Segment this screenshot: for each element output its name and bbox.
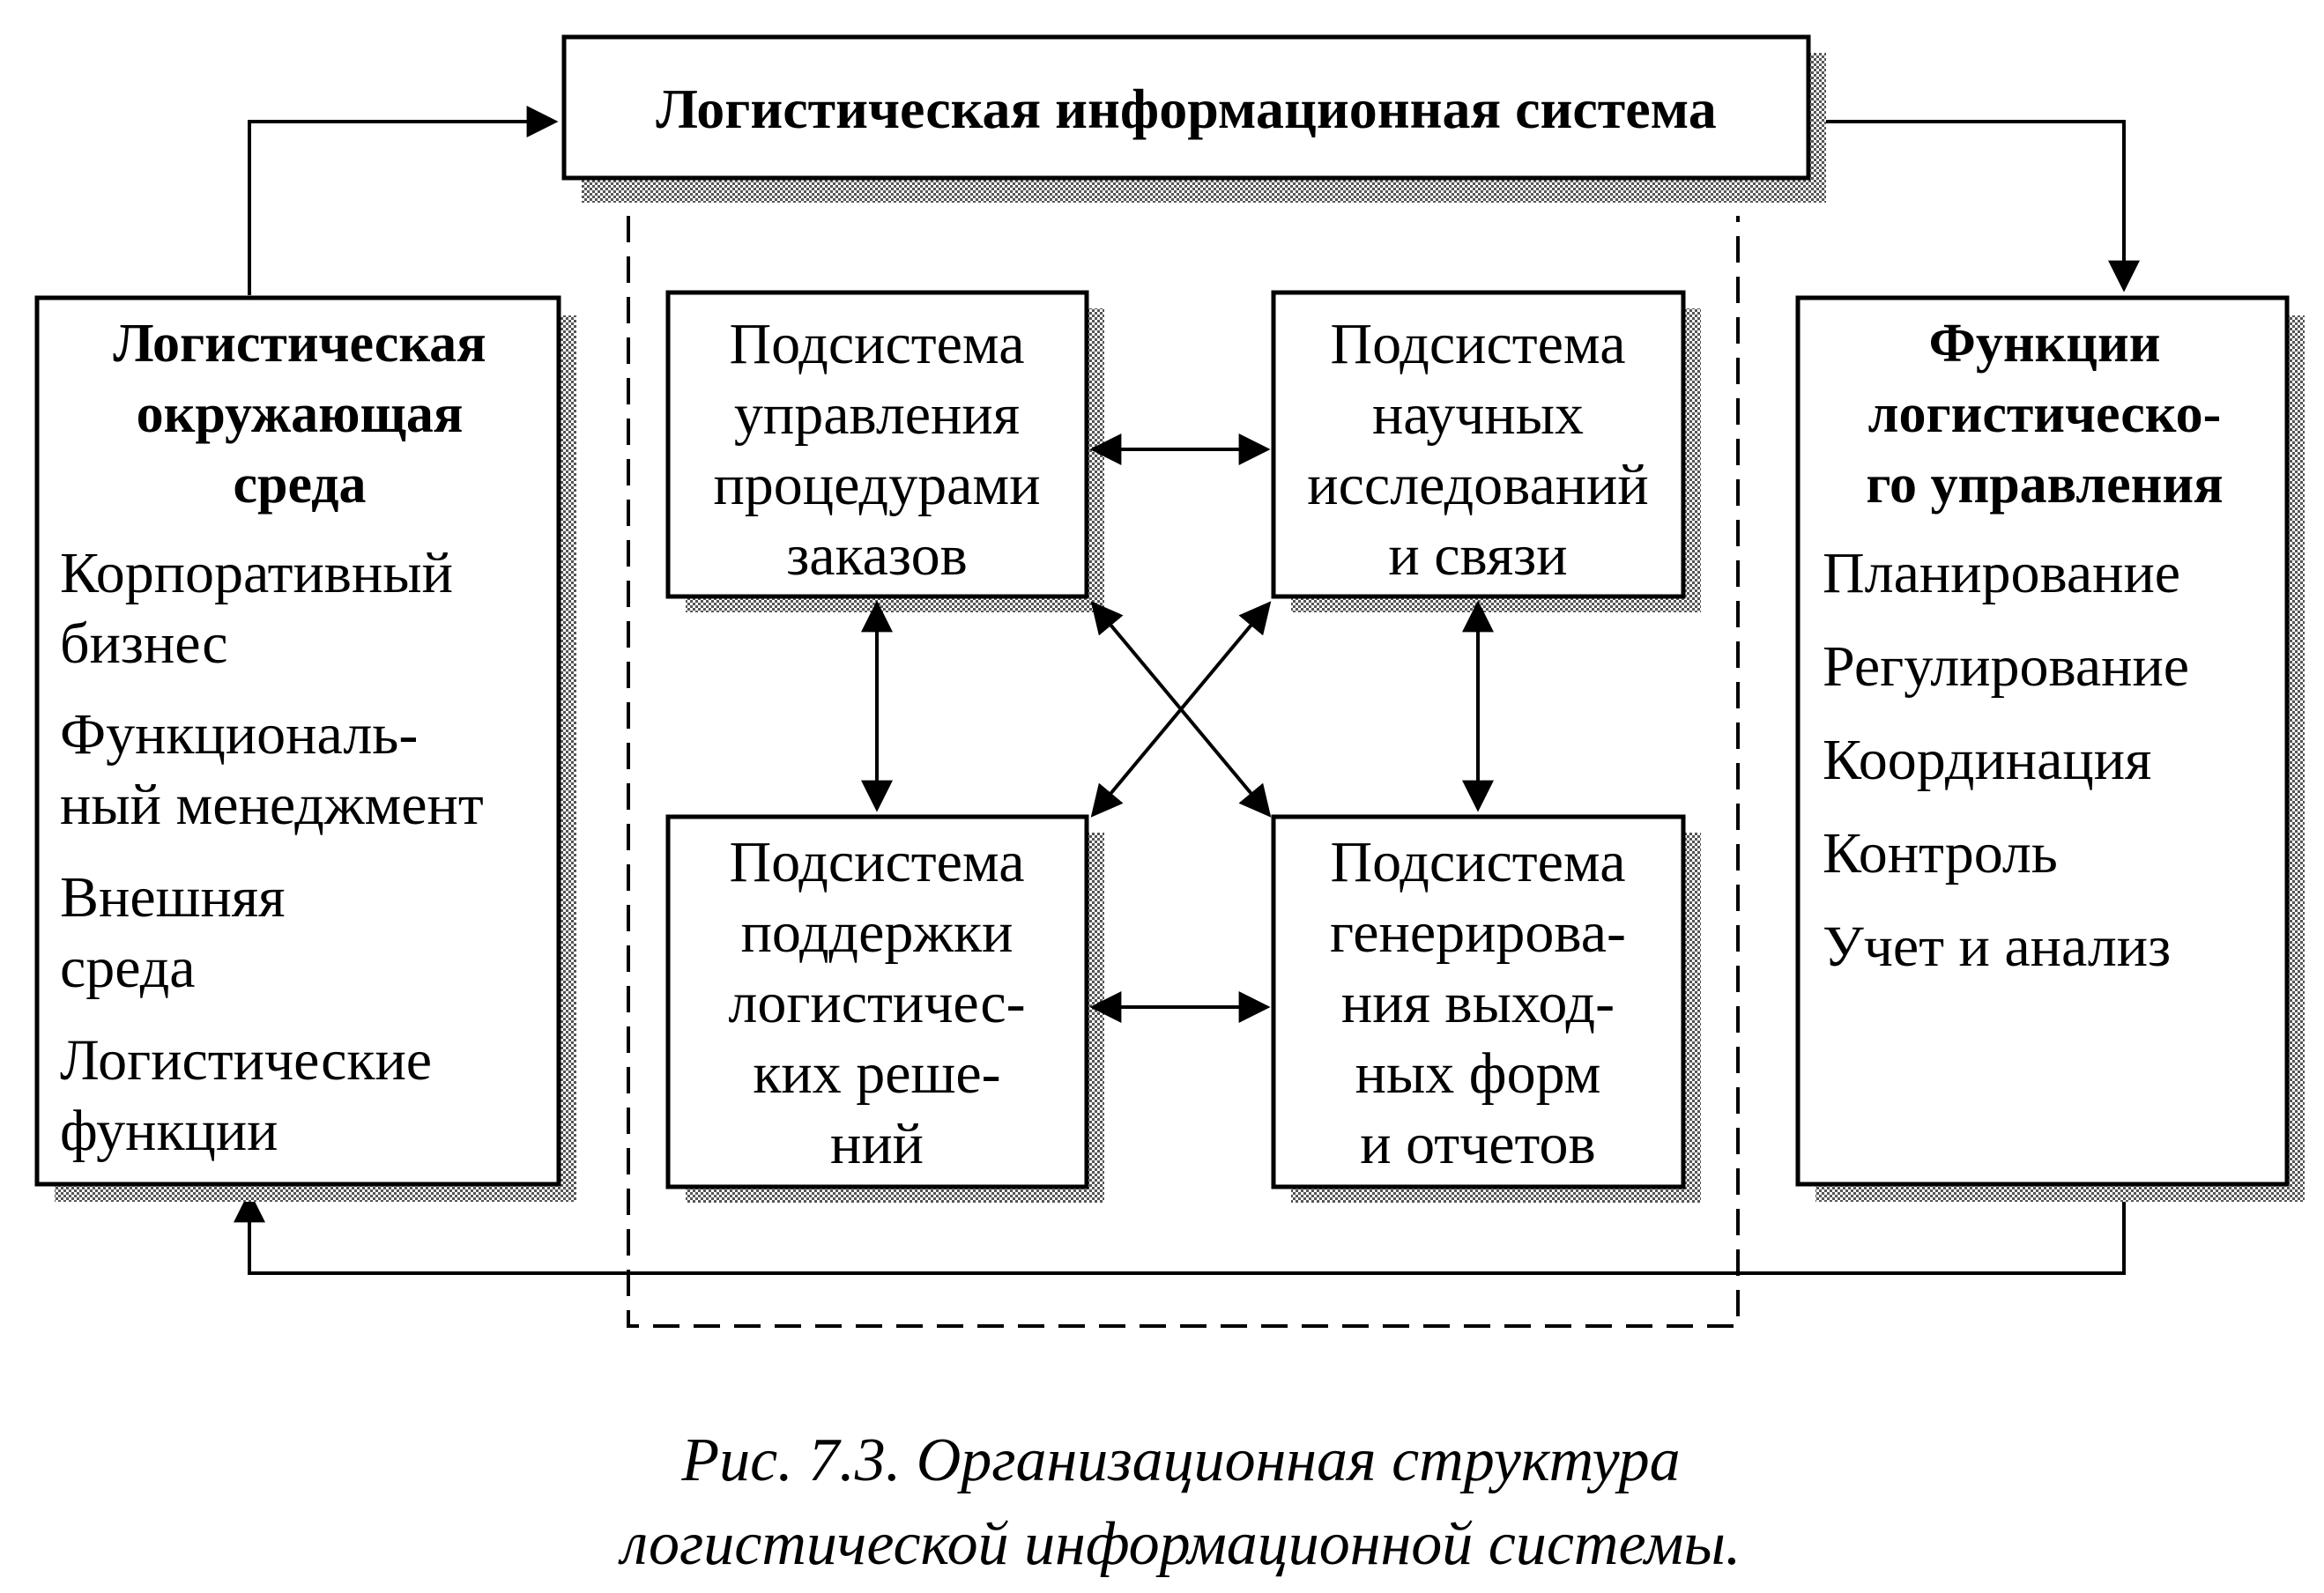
right-item-regulation: Регулирование xyxy=(1823,634,2189,699)
subsystem-decisions-line-1: Подсистема xyxy=(730,830,1025,894)
subsystem-orders-line-2: управления xyxy=(734,382,1020,447)
arrow-system-to-functions xyxy=(1826,120,2140,293)
subsystem-orders-line-1: Подсистема xyxy=(730,312,1025,376)
subsystem-outputs-line-1: Подсистема xyxy=(1331,830,1626,894)
right-heading-line-1: Функции xyxy=(1929,314,2161,374)
subsystem-research-line-3: исследований xyxy=(1307,453,1648,517)
right-item-coordination: Координация xyxy=(1823,728,2151,792)
subsystem-research-line-1: Подсистема xyxy=(1331,312,1626,376)
left-item-logistic-line-1: Логистические xyxy=(60,1028,432,1093)
right-item-accounting: Учет и анализ xyxy=(1823,915,2171,979)
caption-line-2: логистической информационной системы. xyxy=(618,1510,1741,1578)
system-boundary xyxy=(627,216,1740,1328)
subsystem-outputs-line-4: ных форм xyxy=(1355,1041,1601,1106)
arrow-research-decisions xyxy=(1090,601,1272,818)
left-box-environment: Логистическая окружающая среда Корпорати… xyxy=(34,295,576,1202)
left-heading-line-3: среда xyxy=(233,455,366,515)
subsystem-decisions-line-4: ких реше- xyxy=(753,1041,1000,1106)
subsystem-decisions: Подсистема поддержки логистичес- ких реш… xyxy=(665,814,1104,1203)
left-item-external-line-1: Внешняя xyxy=(60,865,286,930)
left-item-functional-line-2: ный менеджмент xyxy=(60,773,484,837)
left-item-logistic-line-2: функции xyxy=(60,1099,278,1163)
subsystem-decisions-line-3: логистичес- xyxy=(728,971,1025,1035)
subsystem-outputs-line-2: генерирова- xyxy=(1330,900,1626,965)
subsystem-outputs-line-3: ния выход- xyxy=(1341,971,1615,1035)
top-box: Логистическая информационная система xyxy=(561,34,1826,203)
left-item-corporate-line-2: бизнес xyxy=(60,611,228,676)
right-heading-line-2: логистическо- xyxy=(1868,384,2222,444)
left-item-functional-line-1: Функциональ- xyxy=(60,702,418,767)
top-box-title: Логистическая информационная система xyxy=(656,78,1717,140)
subsystem-outputs: Подсистема генерирова- ния выход- ных фо… xyxy=(1271,814,1701,1203)
right-box-functions: Функции логистическо- го управления План… xyxy=(1795,295,2305,1202)
arrow-environment-to-system xyxy=(248,106,559,295)
subsystem-outputs-line-5: и отчетов xyxy=(1360,1112,1595,1176)
subsystem-orders-line-3: процедурами xyxy=(713,453,1040,517)
arrow-functions-to-environment xyxy=(234,1185,2126,1275)
left-heading-line-2: окружающая xyxy=(137,384,464,444)
right-item-control: Контроль xyxy=(1823,821,2058,885)
subsystem-decisions-line-2: поддержки xyxy=(741,900,1014,965)
subsystem-decisions-line-5: ний xyxy=(830,1112,924,1176)
right-heading-line-3: го управления xyxy=(1866,455,2223,515)
left-item-corporate-line-1: Корпоративный xyxy=(60,541,453,605)
subsystem-orders: Подсистема управления процедурами заказо… xyxy=(665,290,1104,612)
subsystem-research-line-2: научных xyxy=(1372,382,1584,447)
caption-line-1: Рис. 7.3. Организационная структура xyxy=(680,1426,1680,1494)
subsystem-research: Подсистема научных исследований и связи xyxy=(1271,290,1701,612)
subsystem-research-line-4: и связи xyxy=(1388,523,1567,588)
left-heading-line-1: Логистическая xyxy=(113,314,486,374)
left-item-external-line-2: среда xyxy=(60,936,196,1000)
subsystem-orders-line-4: заказов xyxy=(786,523,968,588)
right-item-planning: Планирование xyxy=(1823,541,2180,605)
